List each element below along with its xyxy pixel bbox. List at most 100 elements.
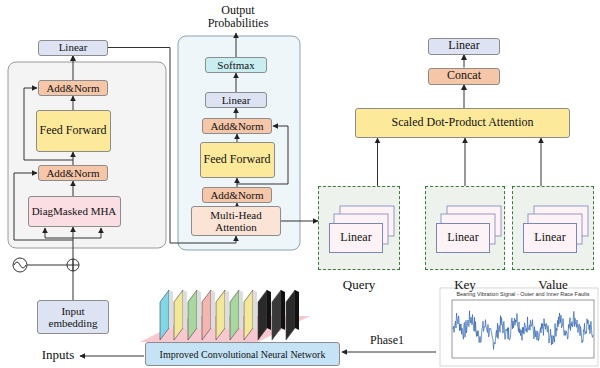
- box-label: Feed Forward: [40, 124, 107, 137]
- drawing-part: [13, 258, 27, 272]
- key-group-fill: [425, 186, 505, 270]
- embedding-box: Input embedding: [37, 300, 109, 334]
- box-label: Add&Norm: [46, 82, 99, 94]
- drawing-part: [80, 356, 144, 357]
- drawing-part: [258, 290, 267, 340]
- drawing-part: [174, 290, 183, 340]
- box-label: Linear: [447, 231, 478, 244]
- box-label: Improved Convolutional Neural Network: [160, 349, 326, 360]
- box-label: Add&Norm: [210, 120, 263, 132]
- plot-title: Bearing Vibration Signal - Outer and Inn…: [452, 291, 594, 297]
- linear-box: Linear: [38, 40, 108, 56]
- softmax-box: Softmax: [205, 57, 267, 73]
- cnn-layers: [160, 290, 299, 340]
- decoder-panel: [178, 36, 300, 250]
- box-label: Input embedding: [38, 305, 108, 329]
- connector-arrow: [73, 181, 74, 196]
- output-label: Output Probabilities: [196, 4, 280, 30]
- connector-arrow: [237, 178, 238, 187]
- linear-box: Linear: [436, 223, 490, 253]
- drawing-part: [286, 290, 295, 340]
- box-label: Linear: [222, 94, 251, 106]
- query-group-fill: [318, 186, 400, 270]
- drawing-part: [45, 228, 46, 238]
- drawing-part: [160, 290, 169, 340]
- connector-arrow: [236, 108, 237, 118]
- drawing-part: [101, 228, 102, 238]
- box-label: Add&Norm: [46, 167, 99, 179]
- drawing-part: [281, 290, 285, 330]
- connector-arrow: [464, 55, 465, 68]
- connector-arrow: [377, 138, 378, 186]
- projection-group: QueryLinear: [318, 186, 400, 270]
- drawing-part: [197, 290, 201, 330]
- input-label: Inputs: [36, 348, 80, 362]
- positional-encoding-symbol: [13, 258, 27, 272]
- drawing-part: [244, 290, 253, 340]
- add-norm-box: Add&Norm: [38, 80, 108, 96]
- drawing-part: [14, 262, 26, 268]
- box-label: Add&Norm: [210, 189, 263, 201]
- attention-box: Multi-Head Attention: [191, 206, 281, 236]
- phase-label: Phase1: [362, 334, 412, 347]
- drawing-part: [169, 290, 173, 330]
- drawing-part: [216, 290, 225, 340]
- value-group-fill: [512, 186, 594, 270]
- drawing-part: [272, 290, 281, 340]
- drawing-part: [188, 290, 197, 340]
- projection-group: KeyLinear: [425, 186, 505, 270]
- encoder-panel: [8, 62, 166, 248]
- connector-arrow: [73, 56, 74, 81]
- attention-box: Scaled Dot-Product Attention: [355, 108, 570, 138]
- feed-forward-box: Feed Forward: [36, 110, 111, 152]
- box-label: Feed Forward: [204, 153, 271, 166]
- box-label: Linear: [534, 231, 565, 244]
- group-heading: Query: [319, 278, 399, 292]
- connector-arrow: [73, 152, 74, 165]
- drawing-part: [230, 290, 239, 340]
- drawing-part: [267, 290, 271, 330]
- connector-arrow: [465, 138, 466, 186]
- box-label: Linear: [59, 41, 88, 53]
- box-label: Concat: [447, 69, 481, 82]
- drawing-part: [239, 290, 243, 330]
- linear-box: Linear: [523, 223, 577, 253]
- vibration-signal: [453, 311, 593, 350]
- connector-arrow: [236, 73, 237, 92]
- drawing-part: [236, 33, 237, 58]
- cnn-band: Improved Convolutional Neural Network: [145, 342, 340, 366]
- box-label: Scaled Dot-Product Attention: [392, 116, 534, 129]
- connector-arrow: [73, 227, 74, 300]
- signal-plot-axes: [452, 300, 594, 358]
- group-heading: Value: [513, 278, 593, 292]
- connector-arrow: [73, 96, 74, 110]
- box-label: Softmax: [217, 59, 254, 71]
- box-label: Linear: [340, 231, 371, 244]
- feed-forward-box: Feed Forward: [200, 142, 275, 178]
- signal-plot-frame: [440, 288, 598, 366]
- attention-box: DiagMasked MHA: [28, 196, 121, 227]
- linear-box: Linear: [329, 223, 383, 253]
- add-norm-box: Add&Norm: [38, 165, 108, 181]
- drawing-part: [183, 290, 187, 330]
- concat-box: Concat: [428, 68, 500, 85]
- linear-box: Linear: [205, 92, 267, 108]
- connector-arrow: [464, 85, 465, 109]
- box-label: Linear: [448, 39, 479, 52]
- box-label: DiagMasked MHA: [32, 205, 117, 217]
- drawing-part: [342, 352, 436, 353]
- connector-arrow: [281, 221, 318, 222]
- projection-group: ValueLinear: [512, 186, 594, 270]
- drawing-part: [225, 290, 229, 330]
- residual-lines: [14, 33, 436, 356]
- connector-arrow: [541, 138, 542, 186]
- drawing-part: [295, 290, 299, 330]
- drawing-part: [27, 265, 67, 266]
- group-heading: Key: [426, 278, 504, 292]
- add-norm-box: Add&Norm: [202, 187, 272, 203]
- connector-arrow: [237, 134, 238, 142]
- drawing-part: [211, 290, 215, 330]
- linear-box: Linear: [428, 38, 500, 55]
- drawing-part: [202, 290, 211, 340]
